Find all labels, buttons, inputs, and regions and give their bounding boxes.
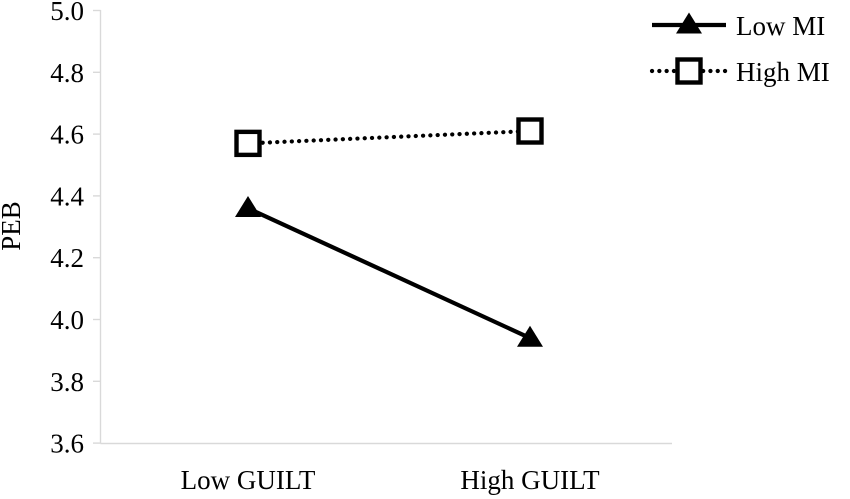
x-axis-group: Low GUILT High GUILT bbox=[100, 442, 672, 495]
legend: Low MI High MI bbox=[649, 11, 830, 87]
data-point-low-mi-low-guilt bbox=[235, 195, 261, 217]
legend-marker-filled-triangle-icon bbox=[676, 12, 702, 34]
y-tick-label-3.8: 3.8 bbox=[50, 367, 84, 397]
series-low-mi bbox=[235, 195, 543, 347]
legend-label-high-mi: High MI bbox=[736, 57, 830, 87]
y-tick-label-3.6: 3.6 bbox=[50, 429, 84, 459]
y-tick-label-4.0: 4.0 bbox=[50, 305, 84, 335]
x-tick-label-high-guilt: High GUILT bbox=[460, 465, 600, 495]
y-tick-label-5.0: 5.0 bbox=[50, 0, 84, 26]
y-tick-label-4.8: 4.8 bbox=[50, 58, 84, 88]
legend-marker-open-square-icon bbox=[675, 57, 703, 85]
y-axis-group: 5.0 4.8 4.6 4.4 4.2 4.0 3.8 3.6 PEB bbox=[0, 0, 102, 459]
series-low-mi-line bbox=[247, 206, 531, 340]
y-tick-label-4.6: 4.6 bbox=[50, 120, 84, 150]
data-point-low-mi-high-guilt bbox=[517, 325, 543, 347]
legend-entry-low-mi: Low MI bbox=[652, 11, 825, 41]
y-tick-label-4.2: 4.2 bbox=[50, 243, 84, 273]
y-axis-title: PEB bbox=[0, 201, 26, 251]
series-high-mi-line bbox=[245, 128, 533, 146]
legend-entry-high-mi: High MI bbox=[649, 57, 830, 87]
legend-label-low-mi: Low MI bbox=[736, 11, 825, 41]
series-high-mi bbox=[234, 117, 544, 158]
x-tick-label-low-guilt: Low GUILT bbox=[181, 465, 316, 495]
data-point-high-mi-high-guilt bbox=[516, 117, 544, 145]
y-tick-label-4.4: 4.4 bbox=[50, 181, 84, 211]
data-point-high-mi-low-guilt bbox=[234, 129, 262, 158]
